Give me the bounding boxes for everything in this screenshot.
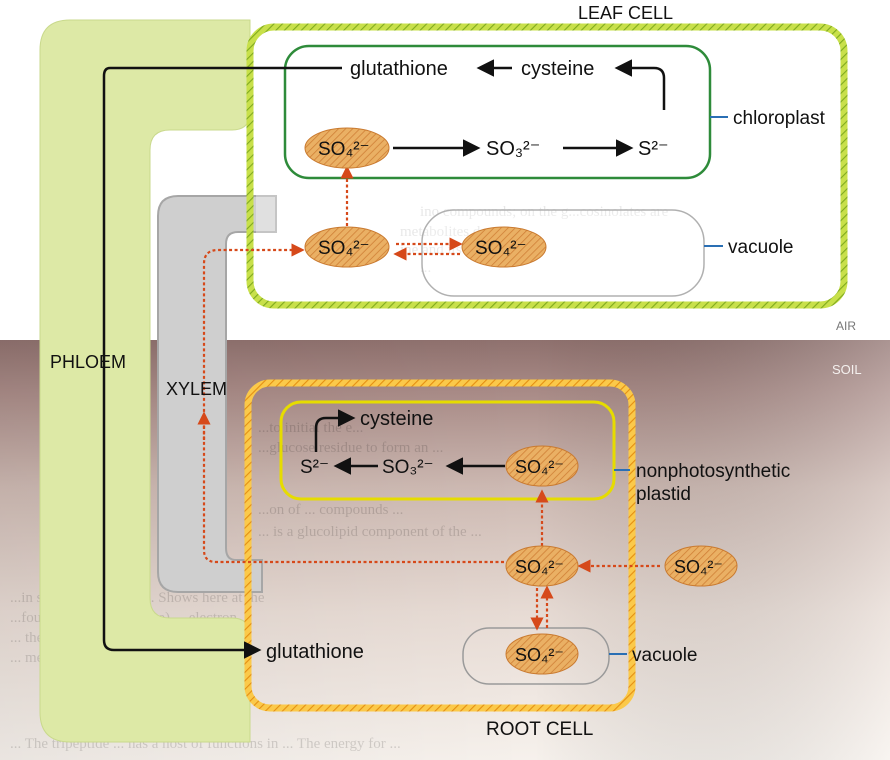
background-text-line: ino compounds; on the g...cosinolates ar… xyxy=(420,204,669,220)
root-cysteine-label: cysteine xyxy=(360,408,433,430)
nonphotosynthetic-label: nonphotosynthetic xyxy=(636,461,790,482)
root-glutathione-label: glutathione xyxy=(266,641,364,663)
background-text-line: ...to initial the e... xyxy=(258,420,363,436)
phloem-label: PHLOEM xyxy=(50,352,126,372)
sulfate-ion-root-cytosol xyxy=(505,545,579,587)
sulfate-label-soil: SO₄²⁻ xyxy=(674,557,723,577)
sulfate-label-leaf-cytosol: SO₄²⁻ xyxy=(318,238,370,259)
air-label: AIR xyxy=(836,319,856,333)
xylem-sulfate-arrow xyxy=(202,243,504,564)
chloroplast-label: chloroplast xyxy=(733,108,826,129)
leaf-sulfite-label: SO₃²⁻ xyxy=(486,138,540,160)
background-text-line: ...on of ... compounds ... xyxy=(258,502,403,518)
leaf-cell-label: LEAF CELL xyxy=(578,3,673,23)
transport-arrows xyxy=(197,165,660,631)
sulfate-ion-root-vacuole xyxy=(505,633,579,675)
sulfide-to-cysteine-arrow xyxy=(614,59,666,110)
leaf-cell-interior xyxy=(256,33,838,299)
plastid-outline xyxy=(279,400,616,501)
xylem-tube xyxy=(157,195,277,593)
sulfate-label-chloroplast: SO₄²⁻ xyxy=(318,139,370,160)
background-text-line: ...glucose residue to form an ... xyxy=(258,440,443,456)
sulfate-ion-chloroplast xyxy=(304,127,390,169)
soil-label: SOIL xyxy=(832,362,862,377)
root-cell-outline xyxy=(244,379,636,712)
leaf-cell-outline xyxy=(246,23,848,309)
sulfate-label-root-plastid: SO₄²⁻ xyxy=(515,457,564,477)
root-vacuole-label: vacuole xyxy=(632,645,698,666)
chloroplast-outline xyxy=(283,44,712,180)
sulfate-label-root-cytosol: SO₄²⁻ xyxy=(515,557,564,577)
sulfate-label-root-vacuole: SO₄²⁻ xyxy=(515,645,564,665)
sulfate-ion-root-plastid xyxy=(505,445,579,487)
sulfide-to-cysteine-root-arrow xyxy=(314,409,356,452)
phloem-transport-arrow xyxy=(102,66,342,659)
diagram-labels: LEAF CELL ROOT CELL chloroplast vacuole … xyxy=(50,3,862,740)
sulfate-ion-leaf-vacuole xyxy=(461,226,547,268)
plastid-label: plastid xyxy=(636,484,691,505)
root-cell-label: ROOT CELL xyxy=(486,719,593,740)
leaf-glutathione-label: glutathione xyxy=(350,58,448,80)
leaf-cysteine-label: cysteine xyxy=(521,58,594,80)
sulfate-ion-leaf-cytosol xyxy=(304,226,390,268)
root-sulfide-label: S²⁻ xyxy=(300,457,329,478)
sulfate-ions xyxy=(304,127,738,675)
leaf-sulfide-label: S²⁻ xyxy=(638,138,669,160)
background-text-line: ... is a glucolipid component of the ... xyxy=(258,524,482,540)
leaf-vacuole-label: vacuole xyxy=(728,237,794,258)
sulfate-ion-soil xyxy=(664,545,738,587)
background-text-line: ... xyxy=(420,260,431,276)
root-sulfite-label: SO₃²⁻ xyxy=(382,457,434,478)
metabolic-arrows xyxy=(102,59,666,659)
sulfate-label-leaf-vacuole: SO₄²⁻ xyxy=(475,238,527,259)
xylem-label: XYLEM xyxy=(166,379,227,399)
